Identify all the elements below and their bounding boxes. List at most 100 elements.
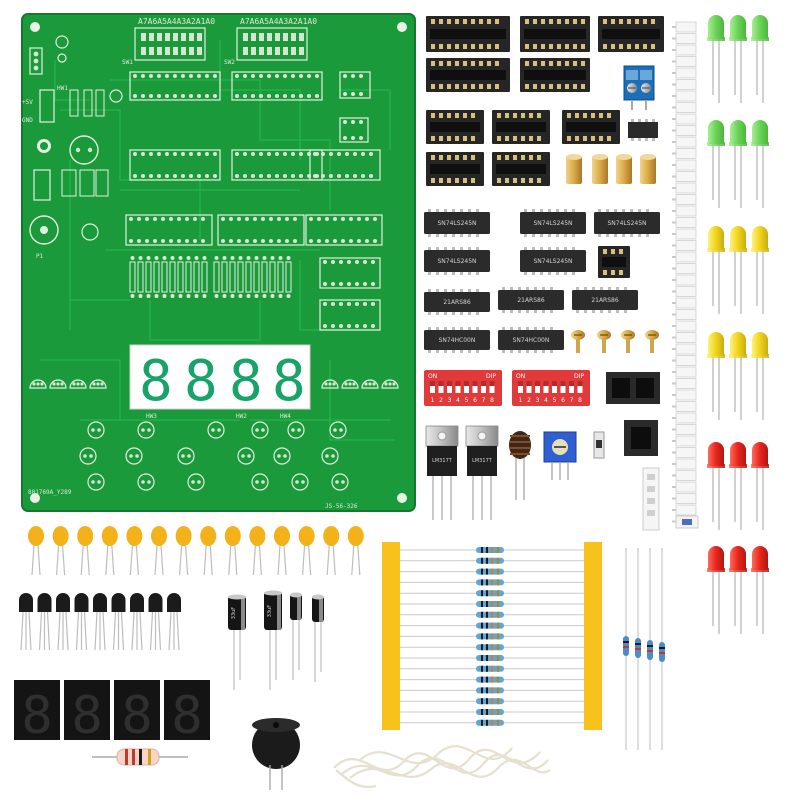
led-footprint bbox=[273, 447, 291, 465]
ic-footprint bbox=[217, 214, 305, 246]
resistor-footprint bbox=[169, 256, 176, 298]
header-pin bbox=[675, 67, 697, 79]
display-glyph: 8 bbox=[121, 686, 152, 746]
header-pin bbox=[675, 401, 697, 412]
regulator-marking: LM317T bbox=[472, 458, 493, 464]
ic-footprints bbox=[125, 71, 383, 331]
led-footprint bbox=[291, 473, 309, 491]
ic-socket bbox=[562, 110, 620, 144]
header-pin bbox=[675, 251, 697, 263]
header-pin bbox=[675, 113, 697, 125]
electrolytic-capacitor bbox=[312, 594, 324, 682]
brass-standoffs bbox=[566, 154, 656, 184]
led bbox=[729, 15, 747, 103]
small-headers bbox=[642, 467, 699, 531]
transistor-footprint bbox=[49, 379, 67, 389]
header-pin bbox=[675, 171, 697, 182]
resistor bbox=[400, 590, 584, 597]
header-pin bbox=[675, 182, 697, 194]
resistor-footprints bbox=[129, 256, 292, 298]
ceramic-capacitor bbox=[200, 526, 217, 576]
led bbox=[707, 332, 725, 420]
designator-sw2: SW2 bbox=[224, 59, 235, 66]
dip-switch-dip-label: DIP bbox=[486, 373, 496, 380]
resistor-footprint bbox=[193, 256, 200, 298]
transistor-footprints bbox=[29, 379, 399, 389]
designator-hw3: HW4 bbox=[280, 413, 291, 420]
resistor bbox=[400, 665, 584, 672]
led-footprint bbox=[87, 473, 105, 491]
transistor bbox=[167, 593, 181, 651]
led bbox=[729, 120, 747, 208]
dip-switch-number: 1 bbox=[431, 397, 435, 404]
header-pin bbox=[675, 481, 697, 493]
buzzer bbox=[252, 718, 300, 790]
screws bbox=[571, 330, 659, 353]
brass-standoff bbox=[566, 154, 582, 184]
resistor bbox=[400, 622, 584, 629]
resistor-footprint bbox=[229, 256, 236, 298]
board-code-right: JS-56-326 bbox=[325, 503, 358, 510]
resistor bbox=[400, 698, 584, 705]
led-footprint bbox=[329, 421, 347, 439]
transistor bbox=[56, 593, 70, 651]
header-pin bbox=[675, 102, 697, 113]
power-resistor bbox=[92, 748, 188, 766]
dip-switch-number: 2 bbox=[439, 397, 443, 404]
resistor bbox=[400, 633, 584, 640]
ic-sockets bbox=[426, 16, 664, 278]
led-column bbox=[707, 15, 769, 634]
header-pin bbox=[675, 286, 697, 297]
resistor bbox=[635, 548, 641, 750]
header-pin bbox=[675, 125, 697, 136]
chip-marking: 21ARS86 bbox=[591, 297, 619, 304]
header-pin bbox=[675, 21, 697, 33]
header-pin bbox=[675, 412, 697, 424]
ic-footprint bbox=[231, 71, 323, 101]
led-footprint bbox=[125, 447, 143, 465]
resistor bbox=[400, 719, 584, 726]
header-pin bbox=[675, 320, 697, 332]
slide-switch bbox=[593, 431, 605, 459]
led bbox=[729, 332, 747, 420]
transistor-footprint bbox=[341, 379, 359, 389]
resistor-footprint bbox=[201, 256, 208, 298]
resistor-tape bbox=[382, 542, 602, 730]
header-pin bbox=[675, 90, 697, 102]
led-footprint bbox=[207, 421, 225, 439]
ceramic-capacitor bbox=[28, 526, 44, 576]
ic-socket bbox=[426, 110, 484, 144]
header-pin bbox=[675, 274, 697, 286]
ceramic-capacitor bbox=[298, 526, 315, 576]
dip-switch-number: 3 bbox=[536, 397, 540, 404]
resistor-footprint bbox=[253, 256, 260, 298]
led-footprint bbox=[331, 473, 349, 491]
tape-left bbox=[382, 542, 400, 730]
chip-marking: SN74LS245N bbox=[437, 258, 476, 265]
header-pin bbox=[675, 205, 697, 217]
resistor-footprint bbox=[277, 256, 284, 298]
sw2-footprint bbox=[236, 27, 308, 61]
pcb-display-digit: 8 bbox=[229, 349, 263, 414]
screw bbox=[645, 330, 659, 353]
ic-socket bbox=[520, 16, 590, 52]
ic-socket bbox=[426, 58, 510, 92]
led bbox=[751, 442, 769, 530]
led bbox=[707, 15, 725, 103]
header-pin bbox=[675, 458, 697, 470]
resistor bbox=[400, 568, 584, 575]
header-pin bbox=[675, 217, 697, 228]
header-pin bbox=[675, 470, 697, 481]
dip-switch-number: 5 bbox=[553, 397, 557, 404]
ceramic-capacitor bbox=[323, 526, 340, 576]
ceramic-capacitor bbox=[249, 526, 266, 576]
led bbox=[751, 332, 769, 420]
gnd-label: GND bbox=[22, 117, 33, 124]
dip-switch-number: 1 bbox=[519, 397, 523, 404]
resistor bbox=[400, 709, 584, 715]
board-code: 801769A_Y289 bbox=[28, 489, 72, 496]
